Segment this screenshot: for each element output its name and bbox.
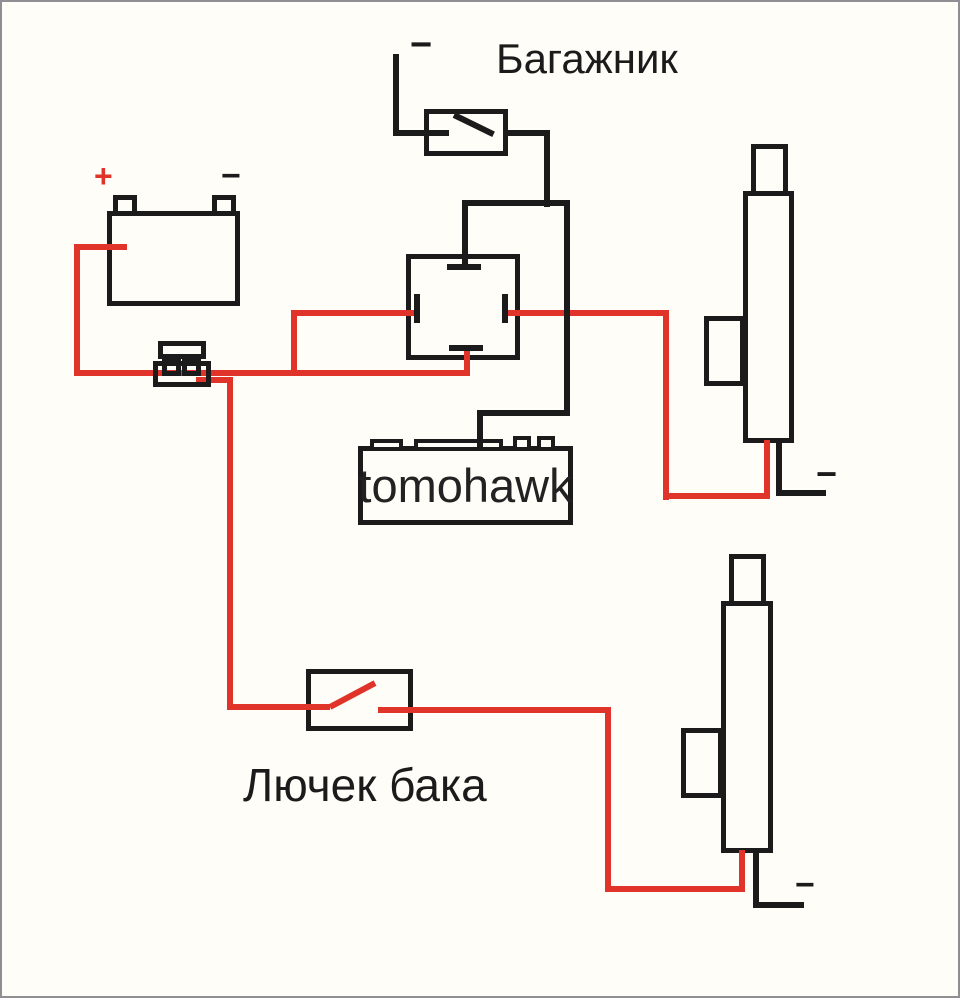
wire-main-feed bbox=[74, 370, 470, 376]
fuel-hatch-switch bbox=[306, 669, 413, 731]
trunk-title: Багажник bbox=[496, 35, 678, 82]
wire-battery-positive-lead bbox=[74, 244, 127, 250]
wire-relay-contact-in bbox=[291, 310, 420, 316]
wire-trunk-actuator-across bbox=[663, 493, 770, 499]
fuel-actuator-mount bbox=[681, 728, 723, 798]
trunk-actuator-ground-sign: − bbox=[816, 453, 838, 494]
wire-fuel-switch-out bbox=[378, 707, 611, 713]
alarm-brand-label: tomohawk bbox=[358, 459, 573, 512]
wire-alarm-branch-across bbox=[477, 410, 570, 416]
trunk-switch-ground-sign: − bbox=[410, 24, 433, 66]
alarm-connector-4 bbox=[537, 436, 555, 451]
relay-pin-bottom bbox=[449, 345, 483, 351]
alarm-unit bbox=[358, 446, 573, 525]
wire-fuel-switch-down bbox=[227, 377, 233, 710]
battery-terminal-positive bbox=[113, 195, 137, 216]
battery-terminal-negative bbox=[212, 195, 236, 216]
wire-alarm-input bbox=[477, 410, 483, 450]
relay-pin-right bbox=[502, 294, 508, 323]
relay-pin-top bbox=[447, 264, 481, 270]
battery-plus-sign: + bbox=[94, 158, 113, 194]
wire-relay-contact-up bbox=[291, 312, 297, 376]
wire-fuel-actuator-ground-v bbox=[753, 848, 759, 908]
trunk-actuator-plunger bbox=[751, 144, 788, 196]
wire-trunk-actuator-ground-h bbox=[776, 490, 826, 496]
wire-fuse-branch bbox=[196, 377, 233, 383]
wire-fuel-actuator-across bbox=[605, 886, 745, 892]
fuel-actuator-plunger bbox=[729, 554, 766, 606]
wire-fuel-actuator-down bbox=[605, 707, 611, 892]
trunk-actuator-mount bbox=[704, 316, 745, 386]
fuel-actuator-body bbox=[721, 601, 773, 853]
wire-split-horizontal bbox=[462, 200, 570, 206]
wire-alarm-branch-down bbox=[564, 200, 570, 416]
wire-battery-down bbox=[74, 244, 80, 376]
alarm-connector-1 bbox=[370, 439, 403, 451]
fuse-2 bbox=[182, 356, 201, 376]
wire-trunk-actuator-ground-v bbox=[776, 438, 782, 496]
battery bbox=[107, 211, 240, 306]
wire-relay-trigger bbox=[462, 200, 468, 270]
relay-pin-left bbox=[414, 294, 420, 323]
wire-fuel-switch-in bbox=[227, 704, 330, 710]
fuse-block-holder bbox=[153, 361, 211, 387]
wire-fuel-actuator-ground-h bbox=[753, 902, 804, 908]
wire-fuel-actuator-terminal bbox=[739, 850, 745, 892]
trunk-actuator-body bbox=[743, 191, 794, 443]
fuse-1 bbox=[162, 356, 181, 376]
battery-minus-sign: − bbox=[221, 157, 241, 195]
fuel-hatch-caption: Лючек бака bbox=[243, 759, 487, 811]
wire-trunk-actuator-down bbox=[663, 310, 669, 500]
wire-trunk-actuator-terminal bbox=[764, 440, 770, 499]
wire-trunk-switch-in bbox=[393, 130, 449, 136]
alarm-connector-3 bbox=[513, 436, 531, 451]
wire-trunk-switch-ground bbox=[393, 54, 399, 135]
wire-relay-coil-feed bbox=[464, 348, 470, 376]
wire-relay-out bbox=[506, 310, 669, 316]
fuel-actuator-ground-sign: − bbox=[795, 866, 815, 904]
wire-trunk-switch-out bbox=[505, 130, 550, 136]
wire-switch-down bbox=[544, 130, 550, 207]
